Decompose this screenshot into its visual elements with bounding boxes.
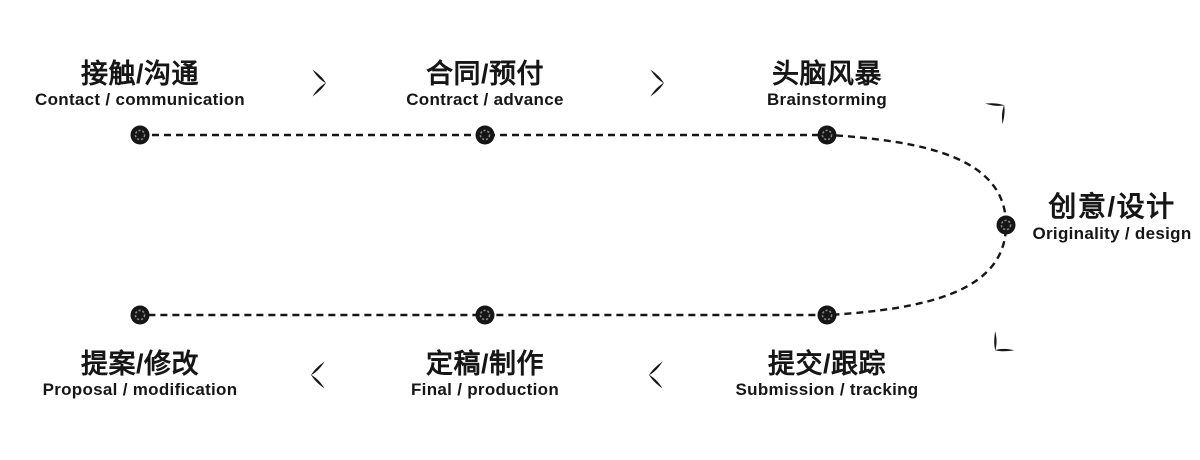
step-proposal-title: 提案/修改	[80, 349, 199, 379]
step-brainstorming-title: 头脑风暴	[772, 59, 882, 89]
flow-node-brainstorming	[817, 125, 837, 145]
flow-node-originality	[996, 215, 1016, 235]
chevron-left-icon	[311, 361, 326, 389]
step-brainstorming-subtitle: Brainstorming	[766, 90, 888, 110]
step-submission-subtitle: Submission / tracking	[735, 380, 919, 400]
flow-dashed-path	[140, 133, 1008, 317]
step-contract-title: 合同/预付	[425, 59, 544, 89]
step-final-title: 定稿/制作	[425, 349, 544, 379]
step-proposal-subtitle: Proposal / modification	[42, 380, 238, 400]
flow-node-proposal	[130, 305, 150, 325]
step-contract: 合同/预付 Contract / advance	[345, 58, 625, 111]
chevron-right-icon	[311, 69, 326, 97]
flow-node-contact	[130, 125, 150, 145]
step-originality: 创意/设计 Originality / design	[1024, 190, 1200, 244]
step-contact: 接触/沟通 Contact / communication	[0, 58, 280, 111]
chevron-right-icon	[649, 69, 664, 97]
step-brainstorming: 头脑风暴 Brainstorming	[687, 58, 967, 111]
flow-node-contract	[475, 125, 495, 145]
step-contact-title: 接触/沟通	[80, 59, 199, 89]
chevron-left-icon	[649, 361, 664, 389]
step-submission-title: 提交/跟踪	[767, 349, 886, 379]
curve-chevron-top-icon	[984, 94, 1013, 125]
flow-node-submission	[817, 305, 837, 325]
step-proposal: 提案/修改 Proposal / modification	[0, 348, 280, 401]
step-final: 定稿/制作 Final / production	[345, 348, 625, 401]
step-originality-title: 创意/设计	[1048, 191, 1176, 222]
step-final-subtitle: Final / production	[411, 380, 559, 400]
flow-node-final	[475, 305, 495, 325]
step-contract-subtitle: Contract / advance	[406, 90, 564, 110]
step-contact-subtitle: Contact / communication	[35, 90, 245, 110]
step-submission: 提交/跟踪 Submission / tracking	[687, 348, 967, 401]
step-originality-subtitle: Originality / design	[1032, 223, 1192, 243]
